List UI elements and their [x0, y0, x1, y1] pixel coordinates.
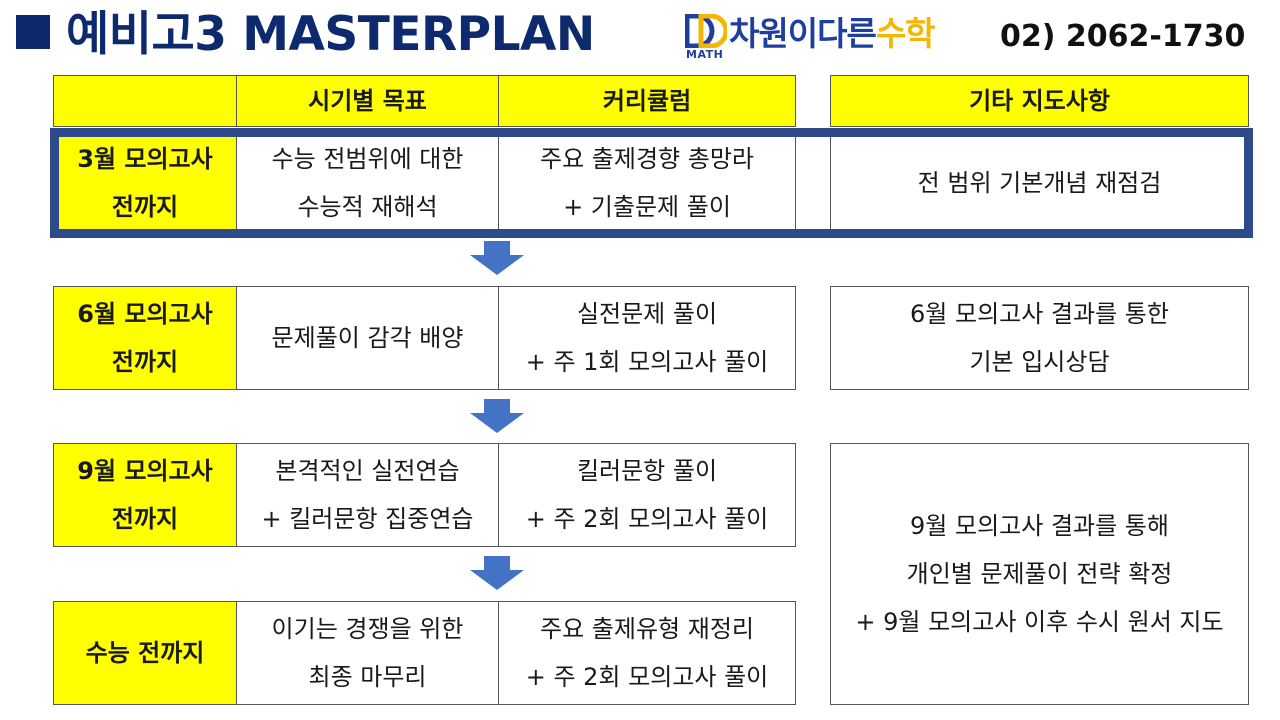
down-arrow-icon [470, 556, 524, 590]
header-other: 기타 지도사항 [830, 75, 1249, 127]
logo-brand-part1: 차원이다른 [729, 14, 877, 53]
header-goal: 시기별 목표 [236, 75, 499, 127]
header-curriculum: 커리큘럼 [498, 75, 796, 127]
phone-number: 02) 2062-1730 [1000, 19, 1246, 54]
row2-curriculum: 실전문제 풀이+ 주 1회 모의고사 풀이 [498, 286, 796, 390]
row1-curriculum: 주요 출제경향 총망라+ 기출문제 풀이 [498, 136, 796, 230]
down-arrow-icon [470, 399, 524, 433]
brand-logo: MATH 차원이다른수학 [685, 10, 985, 66]
dd-logo-icon [685, 14, 727, 48]
row3-curriculum: 킬러문항 풀이+ 주 2회 모의고사 풀이 [498, 443, 796, 547]
logo-subtitle: MATH [686, 48, 724, 61]
row3-goal: 본격적인 실전연습+ 킬러문항 집중연습 [236, 443, 499, 547]
current-stage-highlight [50, 128, 1253, 238]
page-title: 예비고3 MASTERPLAN [66, 7, 595, 62]
row2-goal: 문제풀이 감각 배양 [236, 286, 499, 390]
row1-other: 전 범위 기본개념 재점검 [830, 136, 1249, 230]
header-corner-cell [53, 75, 237, 127]
logo-brand-part2: 수학 [875, 14, 936, 53]
row4-period: 수능 전까지 [53, 601, 237, 705]
logo-brand-name: 차원이다른수학 [729, 12, 936, 56]
down-arrow-icon [470, 241, 524, 275]
row4-curriculum: 주요 출제유형 재정리+ 주 2회 모의고사 풀이 [498, 601, 796, 705]
title-bullet [16, 15, 50, 49]
